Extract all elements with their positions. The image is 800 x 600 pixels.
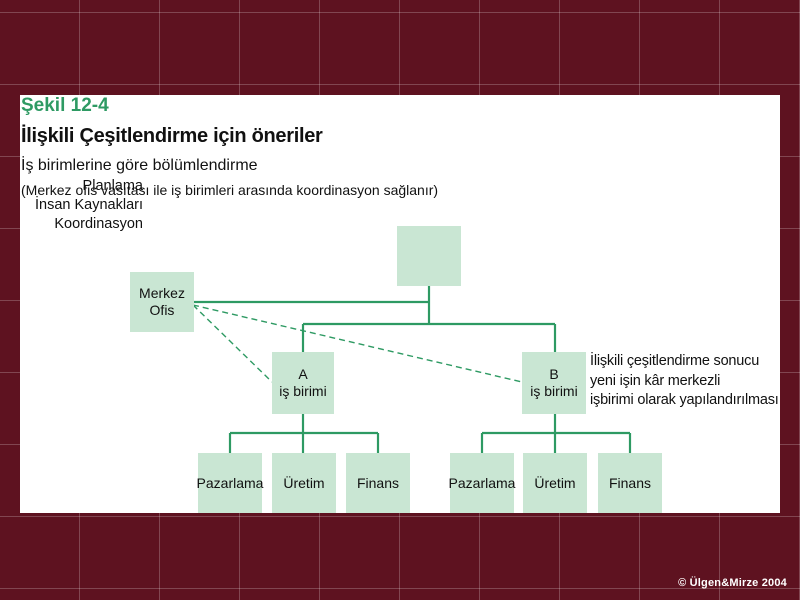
annotation-line-2: yeni işin kâr merkezli (590, 372, 721, 389)
unit-a-letter: A (298, 366, 308, 382)
unit-a-finance-label: Finans (356, 474, 400, 491)
unit-a-label: iş birimi (279, 383, 327, 399)
unit-a-production-label: Üretim (283, 474, 325, 491)
unit-a-marketing-label: Pazarlama (196, 474, 264, 491)
unit-b-production-box: Üretim (523, 453, 587, 513)
headquarters-label-line1: Merkez (139, 285, 185, 301)
unit-b-annotation: İlişkili çeşitlendirme sonucu yeni işin … (590, 352, 779, 411)
hq-function-coordination: Koordinasyon (54, 216, 143, 232)
unit-b-production-label: Üretim (534, 474, 576, 491)
dashed-link-hq-unit-b (192, 304, 523, 383)
headquarters-box: Merkez Ofis (130, 272, 194, 332)
unit-b-letter: B (549, 366, 559, 382)
unit-b-box: B iş birimi (522, 352, 586, 414)
unit-b-label: iş birimi (530, 383, 578, 399)
hq-function-hr: İnsan Kaynakları (34, 197, 143, 213)
headquarters-label-line2: Ofis (149, 302, 175, 318)
dashed-link-hq-unit-a (192, 304, 273, 383)
figure-label: Şekil 12-4 (21, 95, 109, 116)
unit-b-finance-label: Finans (608, 474, 652, 491)
unit-b-marketing-label: Pazarlama (448, 474, 516, 491)
diagram-panel: Şekil 12-4 İlişkili Çeşitlendirme için ö… (20, 95, 780, 513)
annotation-line-1: İlişkili çeşitlendirme sonucu (590, 353, 760, 369)
figure-note: (Merkez ofis vasıtası ile iş birimleri a… (21, 182, 439, 198)
copyright-notice: © Ülgen&Mirze 2004 (678, 577, 787, 589)
unit-a-box: A iş birimi (272, 352, 334, 414)
unit-b-marketing-box: Pazarlama (448, 453, 516, 513)
figure-title: İlişkili Çeşitlendirme için öneriler (21, 125, 323, 147)
org-chart-connectors (192, 286, 632, 453)
top-management-box (397, 226, 461, 286)
hq-function-planning: Planlama (82, 178, 143, 194)
unit-a-production-box: Üretim (272, 453, 336, 513)
hq-functions-list: Planlama İnsan Kaynakları Koordinasyon (35, 177, 143, 234)
unit-a-marketing-box: Pazarlama (196, 453, 264, 513)
annotation-line-3: işbirimi olarak yapılandırılması (590, 392, 779, 408)
unit-b-finance-box: Finans (598, 453, 662, 513)
figure-subtitle: İş birimlerine göre bölümlendirme (21, 157, 258, 174)
unit-a-finance-box: Finans (346, 453, 410, 513)
